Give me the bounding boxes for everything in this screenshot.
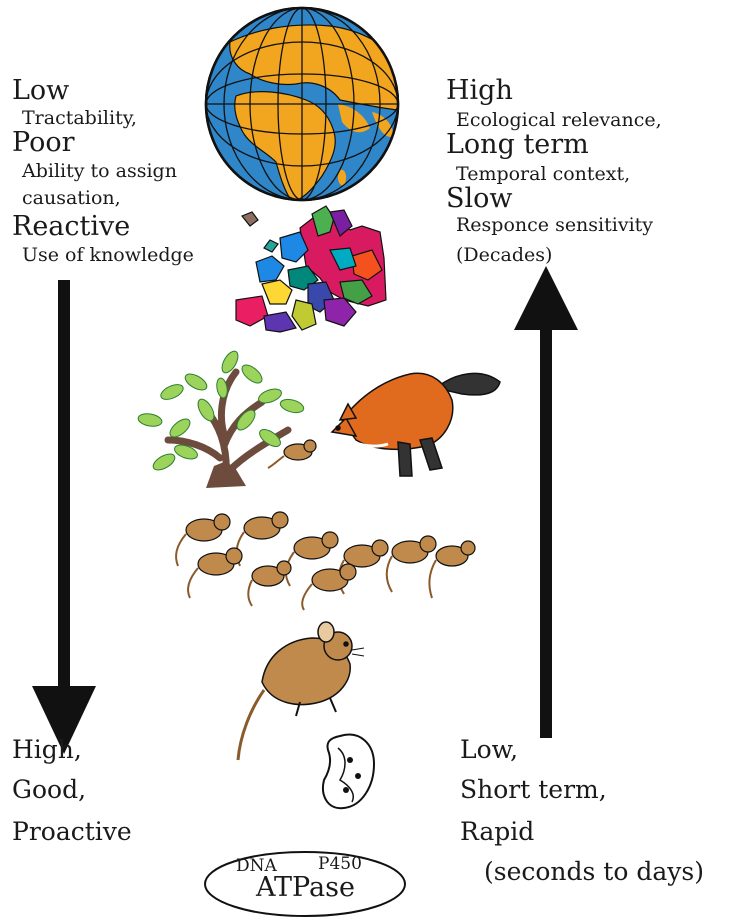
left-reactive-label: Reactive xyxy=(12,212,130,241)
right-slow-label: Slow xyxy=(446,184,513,213)
left-ability-label: Ability to assign xyxy=(22,159,177,183)
left-poor-label: Poor xyxy=(12,128,75,157)
up-arrow-icon xyxy=(514,266,578,738)
mouse-population-icon xyxy=(176,512,475,610)
globe-icon xyxy=(206,8,400,202)
left-good-label: Good, xyxy=(12,770,86,810)
atpase-label: ATPase xyxy=(256,872,355,903)
left-high-label: High, xyxy=(12,730,82,770)
right-short-term-label: Short term, xyxy=(460,770,607,810)
p450-label: P450 xyxy=(318,854,362,874)
europe-map-icon xyxy=(236,206,386,332)
left-causation-label: causation, xyxy=(22,186,121,210)
down-arrow-icon xyxy=(32,280,96,754)
right-responce-label: Responce sensitivity xyxy=(456,213,653,237)
kidney-icon xyxy=(323,735,374,809)
fox-icon xyxy=(332,373,500,476)
right-decades-label: (Decades) xyxy=(456,243,552,267)
left-proactive-label: Proactive xyxy=(12,812,132,852)
right-high-label: High xyxy=(446,76,513,105)
right-seconds-label: (seconds to days) xyxy=(484,852,704,892)
right-low-label: Low, xyxy=(460,730,518,770)
left-low-label: Low xyxy=(12,76,69,105)
right-long-term-label: Long term xyxy=(446,130,589,159)
tree-icon xyxy=(137,349,305,488)
right-rapid-label: Rapid xyxy=(460,812,534,852)
left-use-of-knowledge-label: Use of knowledge xyxy=(22,243,194,267)
